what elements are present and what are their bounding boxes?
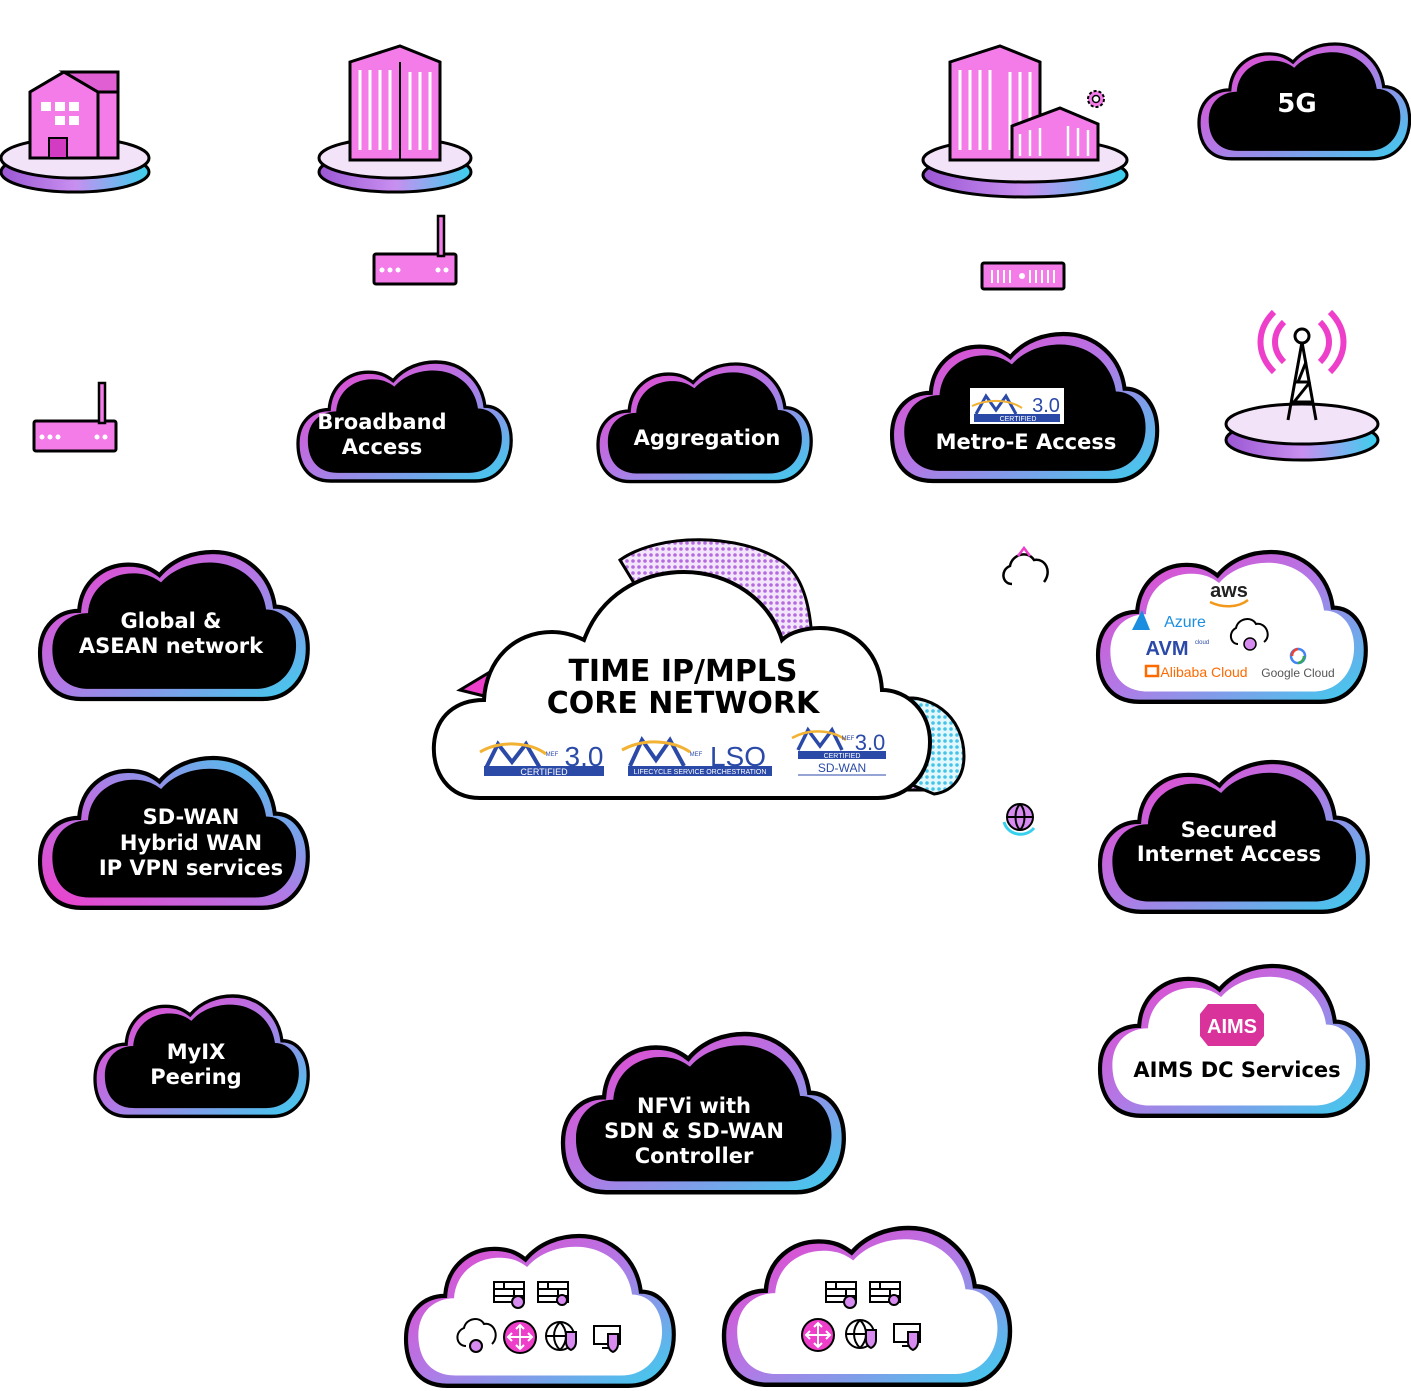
svg-text:Azure: Azure	[1164, 614, 1206, 631]
svg-text:MEF: MEF	[546, 752, 559, 758]
secure-monitor-icon	[593, 1325, 621, 1354]
svg-text:cloud: cloud	[1195, 640, 1209, 646]
secure-globe-icon	[845, 1319, 877, 1350]
core-title-line1: TIME IP/MPLS	[568, 654, 797, 689]
tower-site	[1224, 309, 1380, 462]
house-icon	[28, 70, 120, 160]
alibaba-logo: Alibaba Cloud	[1144, 664, 1248, 680]
secure-globe-icon	[545, 1321, 577, 1352]
myix-label-1: MyIX	[167, 1040, 226, 1064]
firewall-icon	[825, 1281, 857, 1309]
firewall-icon	[493, 1281, 525, 1309]
svg-text:3.0: 3.0	[1032, 395, 1060, 417]
broadband-label-2: Access	[342, 435, 422, 459]
google-cloud-logo: Google Cloud	[1261, 647, 1335, 680]
sdwan-label-1: SD-WAN	[143, 805, 240, 829]
metro-label: Metro-E Access	[936, 430, 1117, 454]
aims-label: AIMS DC Services	[1133, 1058, 1340, 1082]
svg-text:MEF: MEF	[690, 752, 703, 758]
secured-label-2: Internet Access	[1137, 842, 1321, 866]
router-icon	[372, 214, 458, 286]
router-icon	[32, 381, 118, 453]
svg-text:AIMS: AIMS	[1207, 1016, 1257, 1038]
campus-site	[921, 44, 1129, 199]
house-site	[0, 70, 151, 194]
mef-3-certified-badge: MEF 3.0 CERTIFIED	[479, 740, 604, 777]
mef-sdwan-badge: MEF 3.0 CERTIFIED SD-WAN	[791, 726, 886, 776]
office-site	[317, 44, 473, 194]
myix-label-2: Peering	[150, 1065, 241, 1089]
broadband-label-1: Broadband	[317, 410, 446, 434]
cell-tower-icon	[1257, 309, 1347, 421]
cloud-security-services-2	[724, 1228, 1010, 1385]
switch-icon	[980, 261, 1066, 291]
campus-building-icon	[948, 44, 1105, 162]
azure-logo: Azure	[1132, 610, 1206, 631]
cloud-aggregation	[596, 362, 813, 484]
cloud-gear-icon	[1230, 618, 1269, 651]
svg-text:3.0: 3.0	[855, 730, 886, 755]
svg-text:CERTIFIED: CERTIFIED	[520, 767, 568, 777]
metro-mef-badge: 3.0 CERTIFIED	[970, 388, 1064, 424]
sdwan-label-3: IP VPN services	[99, 856, 283, 880]
mef-lso-badge: MEF LSO LIFECYCLE SERVICE ORCHESTRATION	[621, 736, 772, 776]
nfvi-label-3: Controller	[635, 1144, 754, 1168]
svg-text:CERTIFIED: CERTIFIED	[1000, 416, 1037, 423]
cloud-gear-icon	[456, 1318, 497, 1353]
svg-text:Google Cloud: Google Cloud	[1261, 666, 1334, 680]
office-building-icon	[348, 44, 442, 162]
cloud-5g-label: 5G	[1277, 89, 1316, 119]
router-round-icon	[503, 1320, 537, 1354]
aggregation-label: Aggregation	[634, 426, 781, 450]
core-network-cloud	[431, 538, 966, 800]
gear-icon	[1087, 90, 1105, 108]
secure-monitor-icon	[893, 1323, 921, 1352]
svg-text:Alibaba Cloud: Alibaba Cloud	[1160, 664, 1247, 680]
sdwan-label-2: Hybrid WAN	[120, 831, 262, 855]
aims-logo: AIMS	[1200, 1004, 1264, 1046]
firewall-icon	[869, 1281, 901, 1306]
cloud-sync-icon	[1002, 545, 1049, 586]
core-title-line2: CORE NETWORK	[547, 686, 821, 721]
avm-logo: AVM cloud	[1146, 638, 1210, 660]
global-label-2: ASEAN network	[79, 634, 264, 658]
svg-text:SD-WAN: SD-WAN	[818, 761, 866, 775]
aws-logo: aws	[1210, 580, 1248, 602]
globe-sync-icon	[1002, 803, 1036, 836]
firewall-icon	[537, 1281, 569, 1306]
router-round-icon	[801, 1318, 835, 1352]
nfvi-label-1: NFVi with	[637, 1094, 751, 1118]
svg-text:LIFECYCLE SERVICE ORCHESTRATIO: LIFECYCLE SERVICE ORCHESTRATION	[634, 769, 767, 776]
cloud-security-services-1	[406, 1236, 674, 1386]
secured-label-1: Secured	[1181, 818, 1277, 842]
svg-text:CERTIFIED: CERTIFIED	[824, 753, 861, 760]
global-label-1: Global &	[121, 609, 222, 633]
svg-text:AVM: AVM	[1146, 638, 1189, 660]
nfvi-label-2: SDN & SD-WAN	[604, 1119, 784, 1143]
svg-text:MEF: MEF	[842, 736, 855, 742]
